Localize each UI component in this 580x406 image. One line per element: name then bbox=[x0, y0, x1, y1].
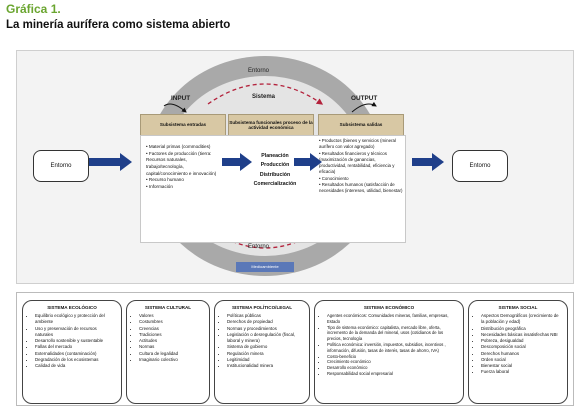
system-item: Degradación de los ecosistemas bbox=[35, 357, 116, 363]
system-title: SISTEMA POLÍTICO/LEGAL bbox=[231, 305, 293, 310]
system-social-box: SISTEMA SOCIAL Aspectos Demográficos (cr… bbox=[468, 300, 568, 404]
system-item: Actitudes bbox=[139, 338, 204, 344]
input-item: Material primas (commodities) bbox=[146, 144, 225, 151]
system-item: Crecimiento económico bbox=[327, 359, 458, 365]
system-item: Fallas del mercado bbox=[35, 344, 116, 350]
input-item: Información bbox=[146, 184, 225, 191]
system-item: Uso y preservación de recursos naturales bbox=[35, 326, 116, 339]
system-item: Legislación o desregulación (fiscal, lab… bbox=[227, 332, 304, 345]
system-ecologico-box: SISTEMA ECOLÓGICO Equilibrio ecológico y… bbox=[22, 300, 122, 404]
system-item: Tipo de sistema económico: capitalista, … bbox=[327, 325, 458, 342]
system-item: Imaginario colectivo bbox=[139, 357, 204, 363]
system-item: Agentes económicos: Comunidades mineras,… bbox=[327, 313, 458, 325]
system-item: Sistema de gobierno bbox=[227, 344, 304, 350]
system-item: Creencias bbox=[139, 326, 204, 332]
top-environment-label: Entorno bbox=[248, 68, 270, 74]
outputs-list: Productos (bienes y servicios (mineral a… bbox=[314, 138, 404, 194]
system-title: SISTEMA ECOLÓGICO bbox=[47, 305, 97, 310]
system-item: Responsabilidad social empresarial bbox=[327, 371, 458, 377]
system-item: Política económica: inversión, impuestos… bbox=[327, 342, 458, 354]
output-item: Resultados financieros y técnicos (maxim… bbox=[319, 151, 404, 176]
system-item: Derechos humanos bbox=[481, 351, 562, 357]
environment-bar: Medioambiente bbox=[236, 262, 294, 272]
system-item: Costo-beneficio bbox=[327, 354, 458, 360]
system-item: Bienestar social bbox=[481, 363, 562, 369]
system-item: Aspectos Demográficos (crecimiento de la… bbox=[481, 313, 562, 326]
system-item: Legitimidad bbox=[227, 357, 304, 363]
system-item: Distribución geográfica bbox=[481, 326, 562, 332]
input-item: Factores de producción (tierra: Recursos… bbox=[146, 151, 225, 178]
system-item: Desarrollo sostenible y sustentable bbox=[35, 338, 116, 344]
system-title: SISTEMA CULTURAL bbox=[144, 305, 192, 310]
system-item: Normas y procedimientos bbox=[227, 326, 304, 332]
system-title: SISTEMA ECONÓMICO bbox=[363, 305, 415, 310]
outputs-panel-title: Subsistema salidas bbox=[318, 114, 404, 136]
system-item: Valores bbox=[139, 313, 204, 319]
system-item: Institucionalidad minera bbox=[227, 363, 304, 369]
inputs-panel-title: Subsistema entradas bbox=[140, 114, 226, 136]
flow-arrows-icon bbox=[86, 153, 444, 171]
system-item: Cultura de legalidad bbox=[139, 351, 204, 357]
io-arrows-icon bbox=[163, 101, 377, 113]
process-panel-title: Subsistema funcionales proceso de la act… bbox=[228, 114, 314, 136]
inputs-list: Material primas (commodities) Factores d… bbox=[141, 144, 225, 191]
output-label: OUTPUT bbox=[351, 95, 378, 102]
process-step: Distribución bbox=[259, 171, 291, 178]
input-label: INPUT bbox=[171, 95, 191, 102]
bottom-environment-label: Entorno bbox=[248, 244, 270, 250]
system-item: Normas bbox=[139, 344, 204, 350]
system-item: Fuerza laboral bbox=[481, 369, 562, 375]
system-item: Derechos de propiedad bbox=[227, 319, 304, 325]
input-item: Recurso humano bbox=[146, 177, 225, 184]
system-item: Calidad de vida bbox=[35, 363, 116, 369]
output-item: Resultados humanos (satisfacción de nece… bbox=[319, 182, 404, 195]
process-step: Producción bbox=[260, 162, 290, 169]
process-step: Planeación bbox=[261, 153, 289, 159]
system-item: Regulación minera bbox=[227, 351, 304, 357]
system-item: Tradiciones bbox=[139, 332, 204, 338]
system-politico-box: SISTEMA POLÍTICO/LEGAL Políticas pública… bbox=[214, 300, 310, 404]
output-item: Conocimiento bbox=[319, 176, 404, 182]
system-economico-box: SISTEMA ECONÓMICO Agentes económicos: Co… bbox=[314, 300, 464, 404]
system-item: Descomposición social bbox=[481, 344, 562, 350]
system-item: Orden social bbox=[481, 357, 562, 363]
system-label: Sistema bbox=[252, 94, 276, 100]
process-step: Comercialización bbox=[253, 181, 297, 188]
left-environment-box: Entorno bbox=[33, 150, 89, 182]
system-item: Pobreza, desigualdad bbox=[481, 338, 562, 344]
system-item: Externalidades (contaminación) bbox=[35, 351, 116, 357]
output-item: Productos (bienes y servicios (mineral a… bbox=[319, 138, 404, 151]
system-item: Costumbres bbox=[139, 319, 204, 325]
system-title: SISTEMA SOCIAL bbox=[498, 305, 538, 310]
figure-heading: Gráfica 1. bbox=[6, 2, 61, 16]
system-item: Desarrollo económico bbox=[327, 365, 458, 371]
system-cultural-box: SISTEMA CULTURAL Valores Costumbres Cree… bbox=[126, 300, 210, 404]
process-steps: Planeación Producción Distribución Comer… bbox=[244, 152, 306, 189]
system-item: Políticas públicas bbox=[227, 313, 304, 319]
system-item: Equilibrio ecológico y protección del am… bbox=[35, 313, 116, 326]
figure-subheading: La minería aurífera como sistema abierto bbox=[6, 19, 231, 31]
system-item: Necesidades básicas insatisfechas NBI bbox=[481, 332, 562, 338]
right-environment-box: Entorno bbox=[452, 150, 508, 182]
